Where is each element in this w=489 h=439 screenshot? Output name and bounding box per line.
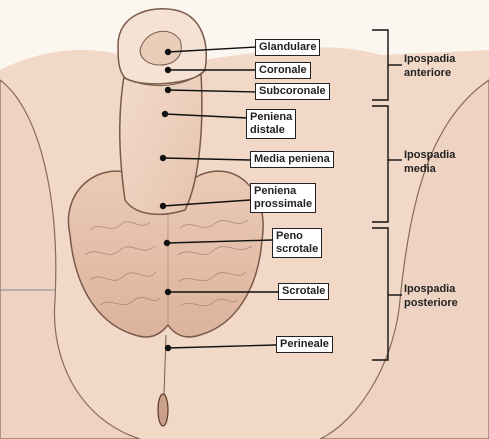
label-coronale-text: Coronale	[259, 64, 307, 76]
label-scrotale: Scrotale	[278, 283, 329, 300]
group-ipospadia-media: Ipospadia media	[404, 148, 455, 176]
label-peniena-prossimale-line1: Peniena	[254, 185, 312, 198]
label-subcoronale-text: Subcoronale	[259, 85, 326, 97]
group-ipospadia-anteriore: Ipospadia anteriore	[404, 52, 455, 80]
label-peniena-prossimale-line2: prossimale	[254, 198, 312, 211]
label-glandulare-text: Glandulare	[259, 41, 316, 53]
label-media-peniena-text: Media peniena	[254, 153, 330, 165]
label-media-peniena: Media peniena	[250, 151, 334, 168]
label-peno-scrotale: Peno scrotale	[272, 228, 322, 258]
group-anteriore-line2: anteriore	[404, 66, 455, 80]
label-coronale: Coronale	[255, 62, 311, 79]
label-peniena-prossimale: Peniena prossimale	[250, 183, 316, 213]
group-media-line2: media	[404, 162, 455, 176]
label-peniena-distale-line1: Peniena	[250, 111, 292, 124]
label-perineale: Perineale	[276, 336, 333, 353]
label-glandulare: Glandulare	[255, 39, 320, 56]
group-posteriore-line2: posteriore	[404, 296, 458, 310]
group-posteriore-line1: Ipospadia	[404, 282, 458, 296]
label-peno-scrotale-line2: scrotale	[276, 243, 318, 256]
label-peno-scrotale-line1: Peno	[276, 230, 318, 243]
group-media-line1: Ipospadia	[404, 148, 455, 162]
group-ipospadia-posteriore: Ipospadia posteriore	[404, 282, 458, 310]
label-scrotale-text: Scrotale	[282, 285, 325, 297]
label-peniena-distale: Peniena distale	[246, 109, 296, 139]
anus	[158, 394, 168, 426]
label-perineale-text: Perineale	[280, 338, 329, 350]
label-peniena-distale-line2: distale	[250, 124, 292, 137]
group-anteriore-line1: Ipospadia	[404, 52, 455, 66]
label-subcoronale: Subcoronale	[255, 83, 330, 100]
